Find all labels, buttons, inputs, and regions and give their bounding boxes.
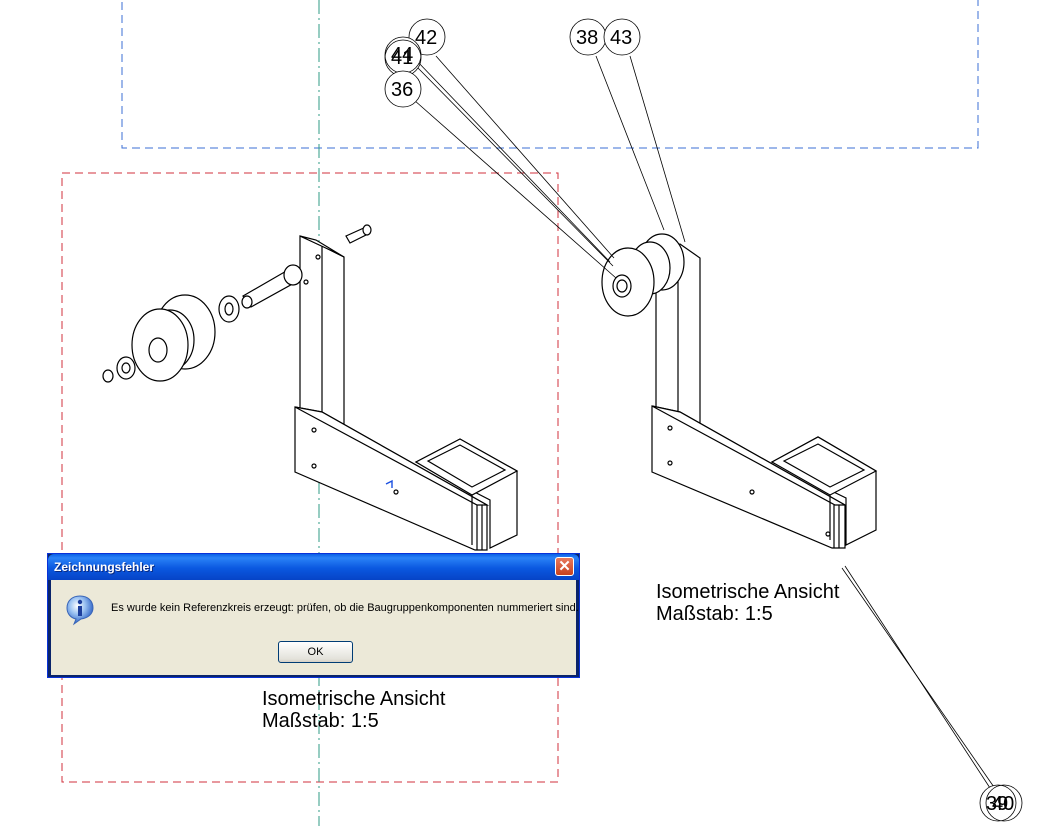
svg-text:43: 43 xyxy=(610,27,632,49)
svg-text:36: 36 xyxy=(391,79,413,101)
view-frame-left[interactable] xyxy=(61,172,559,783)
view-label-left: Isometrische Ansicht Maßstab: 1:5 xyxy=(262,688,445,732)
balloon-leaders xyxy=(413,55,997,791)
dialog-titlebar[interactable]: Zeichnungsfehler ✕ xyxy=(48,554,579,580)
balloon-43[interactable]: 43 xyxy=(603,18,641,56)
assembled-view[interactable] xyxy=(601,233,878,549)
view-title: Isometrische Ansicht xyxy=(656,581,840,603)
svg-text:40: 40 xyxy=(992,793,1014,815)
svg-text:42: 42 xyxy=(415,27,437,49)
view-frame-top[interactable] xyxy=(121,0,979,149)
svg-text:38: 38 xyxy=(576,27,598,49)
view-scale: Maßstab: 1:5 xyxy=(656,603,773,625)
exploded-assembly[interactable] xyxy=(102,224,519,551)
ok-button[interactable]: OK xyxy=(278,641,353,663)
dialog-title: Zeichnungsfehler xyxy=(54,560,155,574)
svg-text:39: 39 xyxy=(986,793,1008,815)
close-icon: ✕ xyxy=(558,558,571,575)
dialog-body: Es wurde kein Referenzkreis erzeugt: prü… xyxy=(51,580,579,675)
balloon-40[interactable]: 40 xyxy=(985,784,1023,822)
info-icon xyxy=(66,595,94,626)
view-label-right: Isometrische Ansicht Maßstab: 1:5 xyxy=(656,581,839,625)
balloon-39[interactable]: 39 xyxy=(979,784,1017,822)
balloon-36[interactable]: 36 xyxy=(384,70,422,108)
svg-text:44: 44 xyxy=(391,44,413,66)
svg-text:41: 41 xyxy=(391,47,413,69)
view-scale: Maßstab: 1:5 xyxy=(262,710,379,732)
close-button[interactable]: ✕ xyxy=(555,557,574,576)
balloon-44[interactable]: 44 xyxy=(384,36,422,74)
balloon-38[interactable]: 38 xyxy=(569,18,607,56)
dialog-message: Es wurde kein Referenzkreis erzeugt: prü… xyxy=(111,602,579,614)
error-dialog: Zeichnungsfehler ✕ Es wurde kein Referen… xyxy=(47,553,580,678)
view-title: Isometrische Ansicht xyxy=(262,688,446,710)
